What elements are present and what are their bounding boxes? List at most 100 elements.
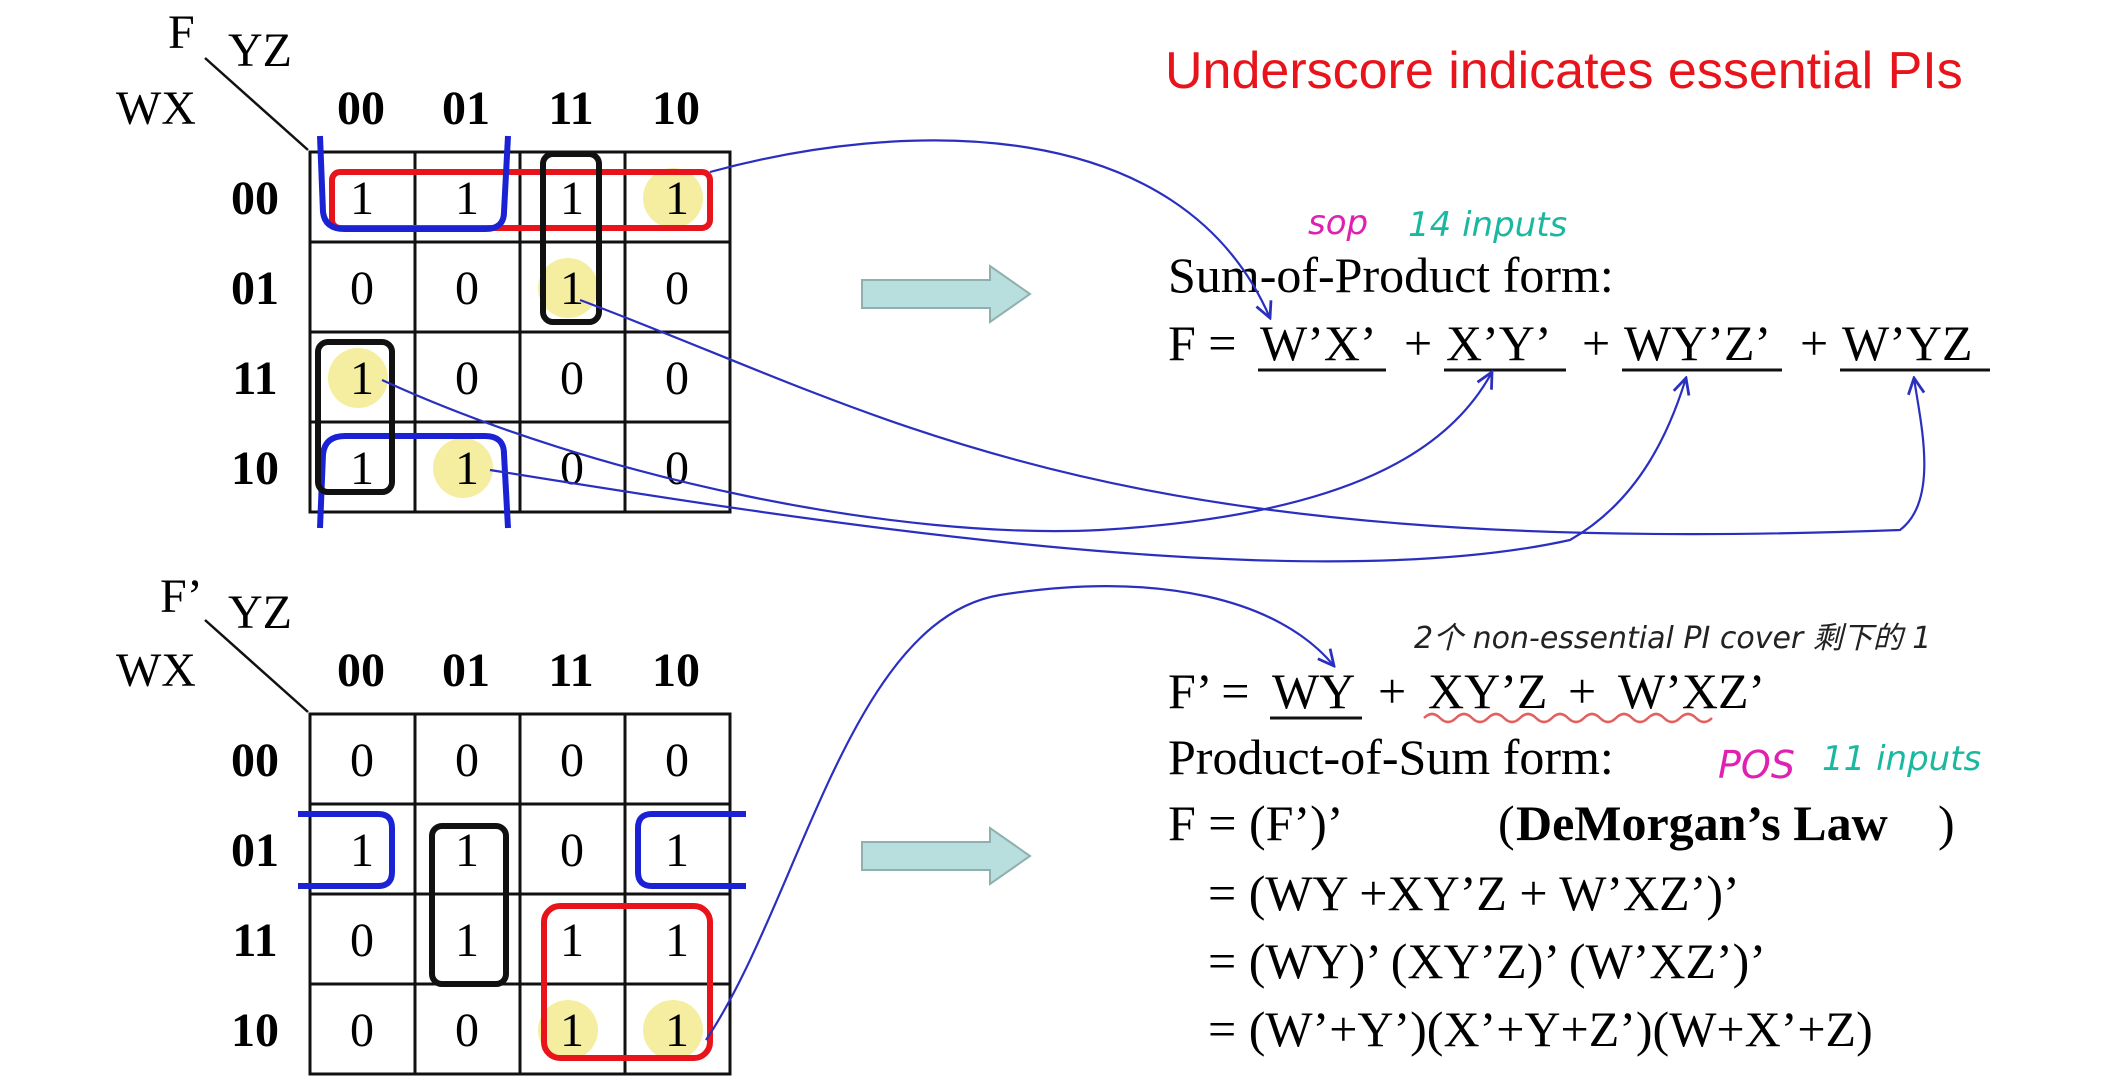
sop-term: W’YZ xyxy=(1842,315,1973,371)
pos-line-3: = (WY)’ (XY’Z)’ (W’XZ’)’ xyxy=(1208,933,1766,989)
kmap-top-loop-col00 xyxy=(315,339,395,495)
arrow-col00-to-wyz-prime xyxy=(489,378,1686,563)
kmap-top-loop-row00 xyxy=(329,169,713,231)
kmap-top-col-header: 10 xyxy=(652,82,700,135)
kmap-top-loop-col11 xyxy=(540,151,602,325)
kmap-bottom-cells: 0 0 0 0 1 1 0 1 0 1 1 1 0 0 1 1 xyxy=(350,734,689,1057)
pos-line-4: = (W’+Y’)(X’+Y+Z’)(W+X’+Z) xyxy=(1208,1001,1873,1057)
kmap-top-highlights xyxy=(328,168,703,498)
kmap-top-cells: 1 1 1 1 0 0 1 0 1 0 0 0 1 1 0 0 xyxy=(350,172,689,495)
kmap-bottom-loop-wrap-left xyxy=(298,811,395,889)
arrow-col11-to-wyz xyxy=(579,298,1926,536)
kmap-top-cell: 1 xyxy=(350,442,374,495)
kmap-bottom-cell: 0 xyxy=(350,734,374,787)
kmap-top-cell: 1 xyxy=(350,172,374,225)
sop-plus: + xyxy=(1800,315,1828,371)
kmap-bottom-highlights xyxy=(538,1000,703,1060)
demorgan-open-paren: ( xyxy=(1498,795,1515,851)
kmap-bottom-cell: 1 xyxy=(665,1004,689,1057)
kmap-bottom-cell: 1 xyxy=(560,1004,584,1057)
block-arrow-top xyxy=(861,264,1032,324)
sop-expression: F = W’X’ + X’Y’ + WY’Z’ + W’YZ xyxy=(1168,315,1973,371)
kmap-top-row-header: 10 xyxy=(231,442,279,495)
fprime-lhs: F’ = xyxy=(1168,663,1249,719)
kmap-top-row-var-label: WX xyxy=(116,82,196,135)
kmap-top-cell: 0 xyxy=(665,262,689,315)
kmap-bottom-col-header: 11 xyxy=(548,644,593,697)
kmap-top-cell: 1 xyxy=(350,352,374,405)
sop-term: X’Y’ xyxy=(1446,315,1552,371)
kmap-bottom-cell: 1 xyxy=(665,914,689,967)
fprime-term: XY’Z xyxy=(1428,663,1547,719)
kmap-top-loop-corners-upper xyxy=(317,135,511,232)
kmap-top-cell: 0 xyxy=(560,442,584,495)
kmap-top-col-header: 01 xyxy=(442,82,490,135)
kmap-bottom-cell: 0 xyxy=(455,1004,479,1057)
kmap-top-cell: 0 xyxy=(350,262,374,315)
kmap-bottom-cell: 1 xyxy=(455,914,479,967)
sop-plus: + xyxy=(1404,315,1432,371)
connector-arrows xyxy=(381,139,1926,1041)
sop-lhs: F = xyxy=(1168,315,1237,371)
kmap-bottom-grid xyxy=(308,712,732,1076)
kmap-bottom-row-header: 11 xyxy=(232,914,277,967)
kmap-bottom-func-label: F’ xyxy=(160,570,203,623)
kmap-top-cell: 1 xyxy=(665,172,689,225)
sop-plus: + xyxy=(1582,315,1610,371)
kmap-top-cell: 1 xyxy=(455,172,479,225)
fprime-term: WY xyxy=(1272,663,1355,719)
sop-term: WY’Z’ xyxy=(1624,315,1771,371)
sop-annotation: sop xyxy=(1308,203,1368,243)
pos-line-1: F = (F’)’ xyxy=(1168,795,1343,851)
kmap-bottom-cell: 1 xyxy=(665,824,689,877)
non-essential-wavy-underline xyxy=(1423,712,1713,724)
kmap-bottom-diagonal xyxy=(204,619,309,713)
kmap-top-cell: 0 xyxy=(560,352,584,405)
pos-annotation: POS xyxy=(1718,743,1795,787)
kmap-bottom-loop-wrap-right xyxy=(635,811,746,889)
kmap-top-cell: 0 xyxy=(455,262,479,315)
kmap-top-cell: 1 xyxy=(560,172,584,225)
kmap-bottom: F’ YZ WX 00 01 11 10 00 01 11 10 0 0 xyxy=(116,570,746,1076)
fprime-term: W’XZ’ xyxy=(1618,663,1765,719)
pos-inputs-annotation: 11 inputs xyxy=(1822,739,1981,779)
kmap-top-loop-corners-lower xyxy=(317,433,511,529)
fprime-plus: + xyxy=(1378,663,1406,719)
kmap-bottom-loop-quad xyxy=(541,903,713,1061)
kmap-top-cell: 1 xyxy=(560,262,584,315)
kmap-top: F YZ WX 00 01 11 10 00 01 11 10 1 xyxy=(116,6,732,529)
kmap-top-col-header: 11 xyxy=(548,82,593,135)
arrow-corners-to-xy xyxy=(381,372,1492,533)
kmap-bottom-row-var-label: WX xyxy=(116,644,196,697)
block-arrow-bottom xyxy=(861,826,1032,886)
kmap-bottom-col-header: 01 xyxy=(442,644,490,697)
kmap-bottom-col-var-label: YZ xyxy=(228,586,292,639)
sop-term: W’X’ xyxy=(1260,315,1377,371)
kmap-bottom-col-header: 00 xyxy=(337,644,385,697)
kmap-top-cell: 0 xyxy=(665,352,689,405)
kmap-bottom-cell: 1 xyxy=(455,824,479,877)
kmap-bottom-cell: 0 xyxy=(665,734,689,787)
kmap-top-col-headers: 00 01 11 10 xyxy=(337,82,700,135)
arrow-row00-to-wx xyxy=(709,139,1270,318)
kmap-bottom-cell: 0 xyxy=(350,914,374,967)
kmap-top-row-headers: 00 01 11 10 xyxy=(231,172,279,495)
demorgan-law-label: DeMorgan’s Law xyxy=(1516,795,1888,851)
demorgan-close-paren: ) xyxy=(1938,795,1955,851)
kmap-bottom-loop-col01 xyxy=(429,823,509,987)
kmap-bottom-cell: 1 xyxy=(560,914,584,967)
kmap-bottom-cell: 0 xyxy=(560,734,584,787)
kmap-top-cell: 0 xyxy=(455,352,479,405)
kmap-top-row-header: 00 xyxy=(231,172,279,225)
sop-inputs-annotation: 14 inputs xyxy=(1408,205,1567,245)
non-essential-annotation: 2个 non-essential PI cover 剩下的 1 xyxy=(1414,621,1931,656)
kmap-bottom-cell: 0 xyxy=(350,1004,374,1057)
kmap-bottom-cell: 0 xyxy=(560,824,584,877)
kmap-top-func-label: F xyxy=(168,6,195,59)
kmap-top-diagonal xyxy=(204,57,309,151)
kmap-bottom-row-header: 10 xyxy=(231,1004,279,1057)
kmap-top-col-var-label: YZ xyxy=(228,24,292,77)
pos-heading: Product-of-Sum form: xyxy=(1168,729,1614,785)
essential-pi-note: Underscore indicates essential PIs xyxy=(1165,42,1963,100)
